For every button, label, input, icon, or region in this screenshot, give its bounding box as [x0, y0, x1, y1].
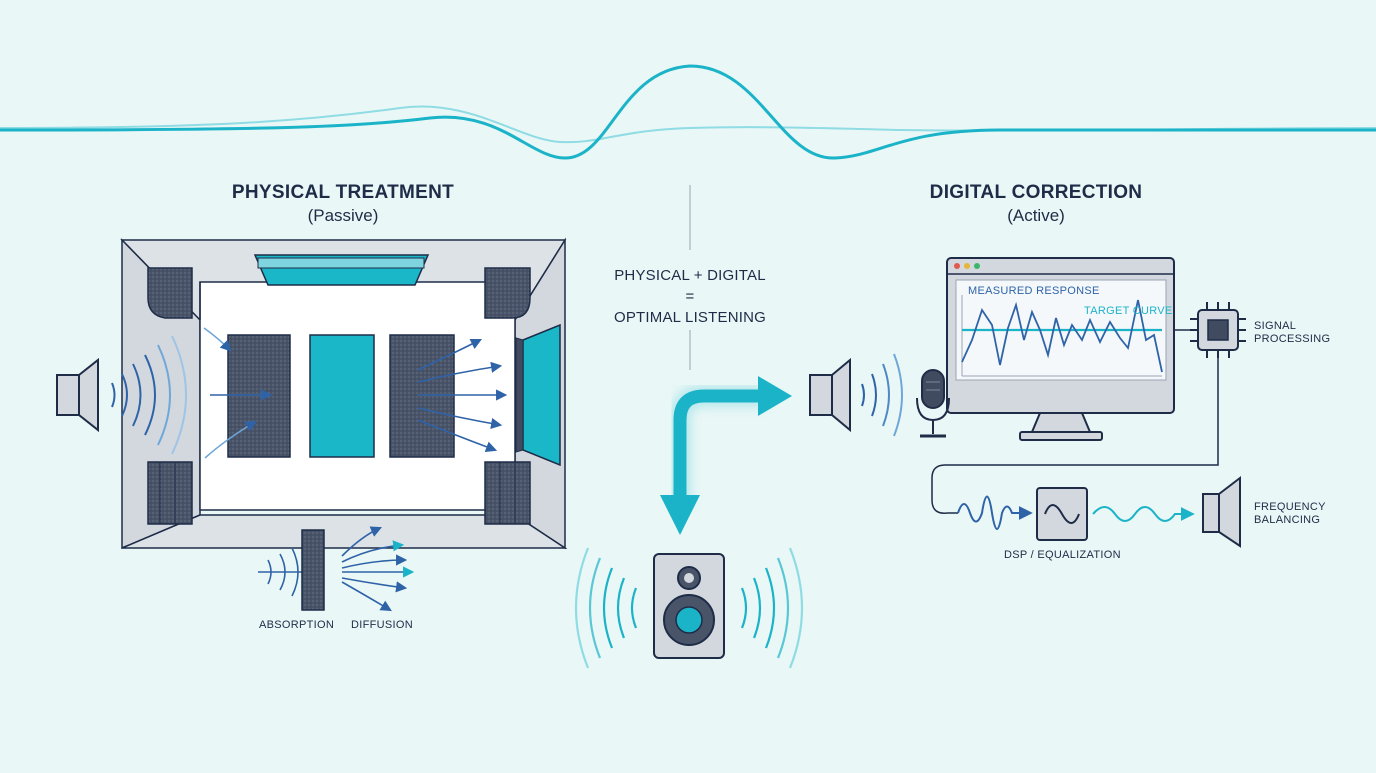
chip-icon — [1190, 302, 1246, 358]
physical-title: PHYSICAL TREATMENT — [231, 182, 455, 203]
freq-label-2: BALANCING — [1254, 514, 1321, 526]
signal-label-1: SIGNAL — [1254, 320, 1297, 332]
speaker-icon — [1202, 475, 1241, 548]
signal-label-2: PROCESSING — [1254, 333, 1331, 345]
center-line-1: PHYSICAL + DIGITAL — [614, 267, 766, 284]
center-line-2: = — [685, 288, 695, 305]
digital-title: DIGITAL CORRECTION — [929, 182, 1143, 203]
target-curve-label: TARGET CURVE — [1084, 305, 1173, 317]
absorption-diffusion-icon — [258, 526, 415, 612]
diffusion-label: DIFFUSION — [351, 619, 413, 631]
freq-label-1: FREQUENCY — [1254, 501, 1326, 513]
speaker-waves-right — [861, 353, 903, 437]
measured-response-label: MEASURED RESPONSE — [968, 285, 1100, 297]
room-arrows — [203, 327, 508, 459]
speaker-icon — [56, 357, 99, 433]
measured-response-line — [961, 299, 1163, 373]
header-wave — [0, 64, 1376, 160]
digital-subtitle: (Active) — [1007, 206, 1065, 225]
speaker-waves-left — [111, 335, 187, 455]
dsp-chain — [957, 487, 1195, 541]
monitor-waves — [574, 547, 804, 669]
flow-arrow — [590, 376, 792, 535]
center-line-3: OPTIMAL LISTENING — [613, 309, 767, 326]
speaker-icon — [809, 357, 851, 433]
physical-subtitle: (Passive) — [307, 206, 379, 225]
absorption-label: ABSORPTION — [259, 619, 335, 631]
signal-route — [931, 358, 1219, 514]
microphone-icon — [916, 369, 950, 438]
frequency-chart — [961, 295, 1163, 377]
dsp-label: DSP / EQUALIZATION — [1004, 549, 1121, 561]
studio-monitor-icon — [653, 553, 725, 659]
room-diagram — [120, 237, 568, 550]
